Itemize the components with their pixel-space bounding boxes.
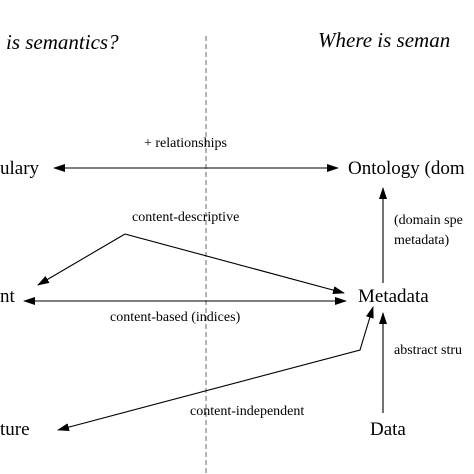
label-content-based: content-based (indices) — [110, 310, 241, 325]
edge-descriptive-to-metadata — [124, 233, 345, 295]
node-data: Data — [370, 419, 406, 440]
node-content: nt — [0, 286, 16, 307]
label-content-independent: content-independent — [190, 404, 304, 419]
label-domain-specific-2: metadata) — [394, 233, 450, 248]
label-abstract-structure: abstract stru — [394, 343, 462, 358]
node-vocabulary: ulary — [0, 158, 40, 179]
label-domain-specific-1: (domain spe — [394, 213, 463, 228]
label-relationships: + relationships — [144, 136, 227, 151]
label-content-descriptive: content-descriptive — [132, 210, 239, 225]
left-heading: is semantics? — [6, 30, 119, 54]
edge-structure-metadata — [57, 306, 374, 432]
node-metadata: Metadata — [358, 286, 429, 307]
edge-descriptive-to-content — [37, 233, 126, 286]
node-structure: ture — [0, 419, 30, 440]
right-heading: Where is seman — [318, 28, 450, 52]
node-ontology: Ontology (dom — [348, 158, 465, 179]
